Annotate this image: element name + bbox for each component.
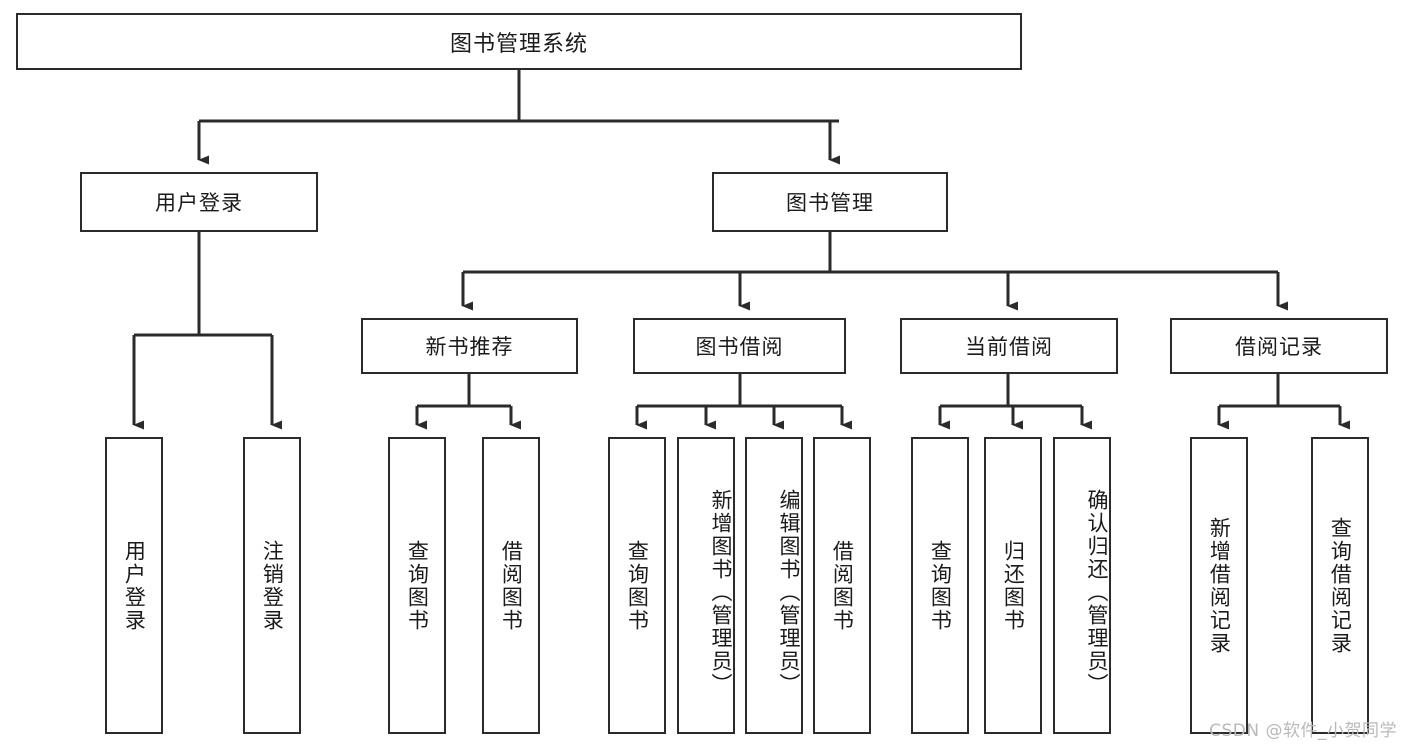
node-leaf-edit-book[interactable]: 编辑图书 （管理员） — [745, 437, 803, 734]
node-leaf-add-book[interactable]: 新增图书 （管理员） — [677, 437, 735, 734]
node-leaf-add-borrow-record[interactable]: 新增借阅记录 — [1190, 437, 1248, 734]
node-leaf-user-login-label: 用户登录 — [122, 539, 147, 632]
node-leaf-query-book-current-label: 查询图书 — [928, 539, 953, 632]
node-leaf-add-book-label-line1: 新增图书 — [709, 489, 733, 581]
node-leaf-query-borrow-record-label: 查询借阅记录 — [1328, 516, 1353, 655]
node-borrow-record-label: 借阅记录 — [1235, 335, 1323, 359]
node-leaf-edit-book-label-line2: （管理员） — [777, 581, 801, 696]
node-leaf-return-book-label: 归还图书 — [1001, 539, 1026, 632]
node-root[interactable]: 图书管理系统 — [16, 13, 1022, 70]
node-leaf-logout-label: 注销登录 — [260, 539, 285, 632]
node-leaf-confirm-return-label-line1: 确认归还 — [1085, 489, 1109, 581]
node-leaf-query-borrow-record[interactable]: 查询借阅记录 — [1311, 437, 1369, 734]
node-book-borrow-label: 图书借阅 — [695, 335, 784, 359]
node-leaf-return-book[interactable]: 归还图书 — [984, 437, 1042, 734]
node-leaf-logout[interactable]: 注销登录 — [243, 437, 301, 734]
node-new-book-recommend-label: 新书推荐 — [425, 335, 514, 359]
node-leaf-confirm-return[interactable]: 确认归还 （管理员） — [1053, 437, 1111, 734]
node-leaf-query-book-recommend[interactable]: 查询图书 — [388, 437, 446, 734]
node-book-management-label: 图书管理 — [786, 191, 874, 215]
node-leaf-query-book-borrow-label: 查询图书 — [625, 539, 650, 632]
node-user-login-label: 用户登录 — [155, 191, 243, 215]
csdn-watermark: CSDN @软件_小贺同学 — [1209, 721, 1397, 741]
node-borrow-record[interactable]: 借阅记录 — [1170, 318, 1388, 374]
node-leaf-borrow-book-recommend-label: 借阅图书 — [499, 539, 524, 632]
node-leaf-borrow-book[interactable]: 借阅图书 — [813, 437, 871, 734]
node-current-borrow-label: 当前借阅 — [965, 335, 1053, 359]
node-leaf-borrow-book-recommend[interactable]: 借阅图书 — [482, 437, 540, 734]
node-leaf-query-book-recommend-label: 查询图书 — [405, 539, 430, 632]
node-leaf-add-book-label-line2: （管理员） — [709, 581, 733, 696]
node-root-label: 图书管理系统 — [449, 31, 588, 57]
node-leaf-query-book-borrow[interactable]: 查询图书 — [608, 437, 666, 734]
node-leaf-confirm-return-label-line2: （管理员） — [1085, 581, 1109, 696]
node-current-borrow[interactable]: 当前借阅 — [900, 318, 1118, 374]
node-leaf-user-login[interactable]: 用户登录 — [105, 437, 163, 734]
node-leaf-borrow-book-label: 借阅图书 — [830, 539, 855, 632]
node-book-management[interactable]: 图书管理 — [712, 172, 948, 232]
node-new-book-recommend[interactable]: 新书推荐 — [361, 318, 578, 374]
node-leaf-edit-book-label-line1: 编辑图书 — [777, 489, 801, 581]
node-leaf-query-book-current[interactable]: 查询图书 — [911, 437, 969, 734]
node-user-login[interactable]: 用户登录 — [80, 172, 318, 232]
node-book-borrow[interactable]: 图书借阅 — [633, 318, 846, 374]
node-leaf-add-borrow-record-label: 新增借阅记录 — [1207, 516, 1232, 655]
